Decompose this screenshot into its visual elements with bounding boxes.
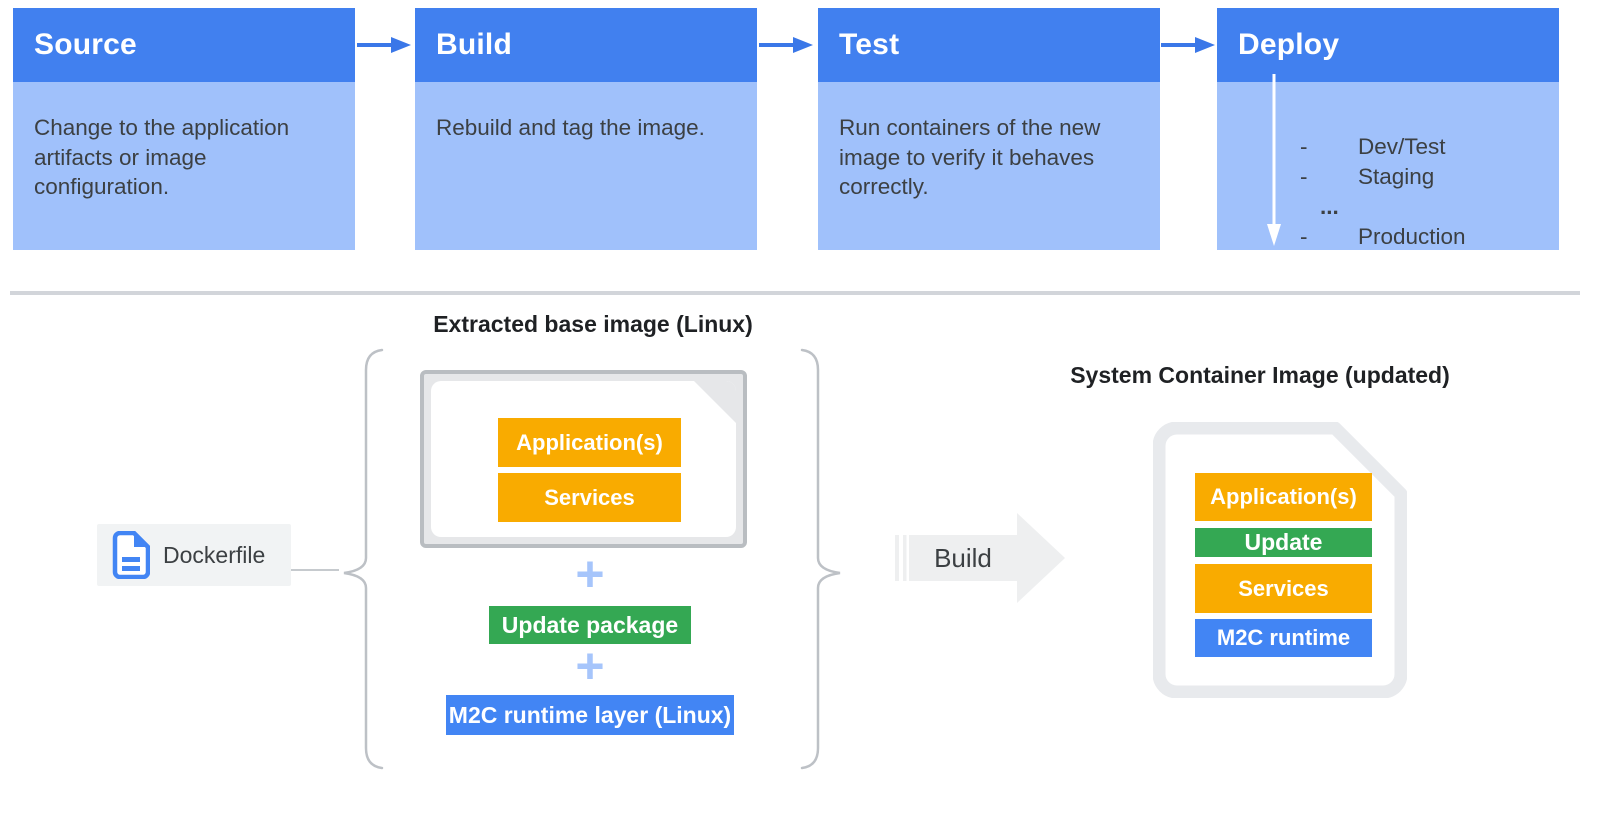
page-fold-icon <box>694 381 736 423</box>
stage-build-title: Build <box>415 8 757 82</box>
deploy-item-bullet: - <box>1300 134 1308 159</box>
dockerfile-connector-line <box>291 569 339 571</box>
big-arrow-right-icon <box>895 513 1065 603</box>
build-arrow: Build <box>893 508 1068 606</box>
deploy-item-label: Production <box>1358 224 1466 249</box>
stage-deploy: Deploy - Dev/Test - Staging ... - Produc… <box>1217 8 1559 250</box>
result-layer-applications: Application(s) <box>1195 473 1372 521</box>
deploy-item-bullet: - <box>1300 164 1308 189</box>
result-document: Application(s) Update Services M2C runti… <box>1152 421 1408 699</box>
stage-deploy-title: Deploy <box>1217 8 1559 82</box>
stage-test-title: Test <box>818 8 1160 82</box>
deploy-item-bullet: - <box>1300 224 1308 249</box>
deploy-item-label: Staging <box>1358 164 1435 189</box>
deploy-item-label: ... <box>1320 194 1339 219</box>
result-layer-update: Update <box>1195 528 1372 557</box>
deploy-item-label: Dev/Test <box>1358 134 1446 159</box>
runtime-layer-chip: M2C runtime layer (Linux) <box>446 695 734 735</box>
stage-build: Build Rebuild and tag the image. <box>415 8 757 250</box>
layer-chip-services: Services <box>498 473 681 522</box>
section-divider <box>10 291 1580 295</box>
build-arrow-label: Build <box>934 542 992 573</box>
arrow-right-icon <box>1161 37 1215 53</box>
result-layer-m2c-runtime: M2C runtime <box>1195 619 1372 657</box>
base-image-title: Extracted base image (Linux) <box>433 311 753 337</box>
left-brace-icon <box>343 348 384 770</box>
document-icon <box>112 531 150 579</box>
result-layer-services: Services <box>1195 564 1372 613</box>
update-package-chip: Update package <box>489 606 691 644</box>
right-brace-icon <box>800 348 841 770</box>
base-image-file: Application(s) Services <box>420 370 747 548</box>
stage-source-description: Change to the application artifacts or i… <box>34 115 290 199</box>
stage-source-title: Source <box>13 8 355 82</box>
stage-test-description: Run containers of the new image to verif… <box>839 115 1101 199</box>
arrow-right-icon <box>759 37 813 53</box>
layer-chip-applications: Application(s) <box>498 418 681 467</box>
stage-build-description: Rebuild and tag the image. <box>436 115 705 140</box>
dockerfile-chip: Dockerfile <box>97 524 291 586</box>
plus-icon: + <box>575 638 605 694</box>
plus-icon: + <box>575 546 605 602</box>
dockerfile-label: Dockerfile <box>163 541 266 568</box>
stage-source: Source Change to the application artifac… <box>13 8 355 250</box>
deploy-down-arrow-icon <box>1267 74 1281 246</box>
arrow-right-icon <box>357 37 411 53</box>
result-image-title: System Container Image (updated) <box>1070 362 1450 388</box>
stage-test: Test Run containers of the new image to … <box>818 8 1160 250</box>
